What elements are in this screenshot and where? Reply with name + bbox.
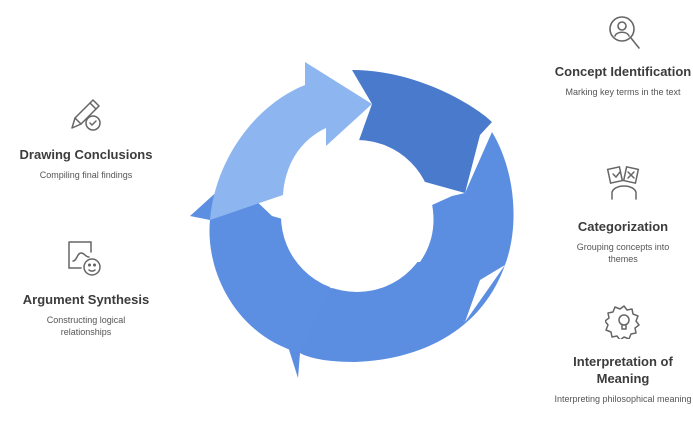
step-title: Concept Identification bbox=[554, 64, 692, 79]
gear-lightbulb-icon bbox=[605, 303, 643, 339]
step-argument-synthesis: Argument Synthesis Constructing logical … bbox=[0, 291, 172, 338]
step-description: Interpreting philosophical meaning bbox=[554, 394, 692, 404]
sorting-cards-icon bbox=[604, 165, 644, 201]
step-title: Argument Synthesis bbox=[22, 292, 150, 307]
cycle-center bbox=[281, 140, 433, 292]
cycle-segment-interpretation bbox=[278, 262, 505, 378]
step-categorization: Categorization Grouping concepts into th… bbox=[548, 218, 693, 265]
cycle-segment-drawing-conclusions bbox=[210, 62, 372, 220]
step-description: Constructing logical relationships bbox=[46, 315, 126, 337]
cycle-segment-argument-synthesis bbox=[190, 178, 330, 353]
cycle-segment-categorization bbox=[405, 132, 514, 322]
step-drawing-conclusions: Drawing Conclusions Compiling final find… bbox=[10, 146, 162, 181]
step-description: Grouping concepts into themes bbox=[576, 242, 670, 264]
puzzle-face-icon bbox=[64, 237, 106, 279]
step-title: Drawing Conclusions bbox=[19, 147, 153, 162]
step-interpretation-of-meaning: Interpretation of Meaning Interpreting p… bbox=[548, 353, 693, 405]
step-concept-identification: Concept Identification Marking key terms… bbox=[548, 63, 693, 98]
search-person-icon bbox=[605, 12, 645, 54]
step-description: Marking key terms in the text bbox=[565, 87, 681, 97]
step-title: Categorization bbox=[577, 219, 669, 234]
pen-check-icon bbox=[64, 94, 106, 134]
step-description: Compiling final findings bbox=[39, 170, 133, 180]
cycle-segment-concept-identification bbox=[352, 70, 492, 193]
step-title: Interpretation of Meaning bbox=[573, 354, 673, 386]
